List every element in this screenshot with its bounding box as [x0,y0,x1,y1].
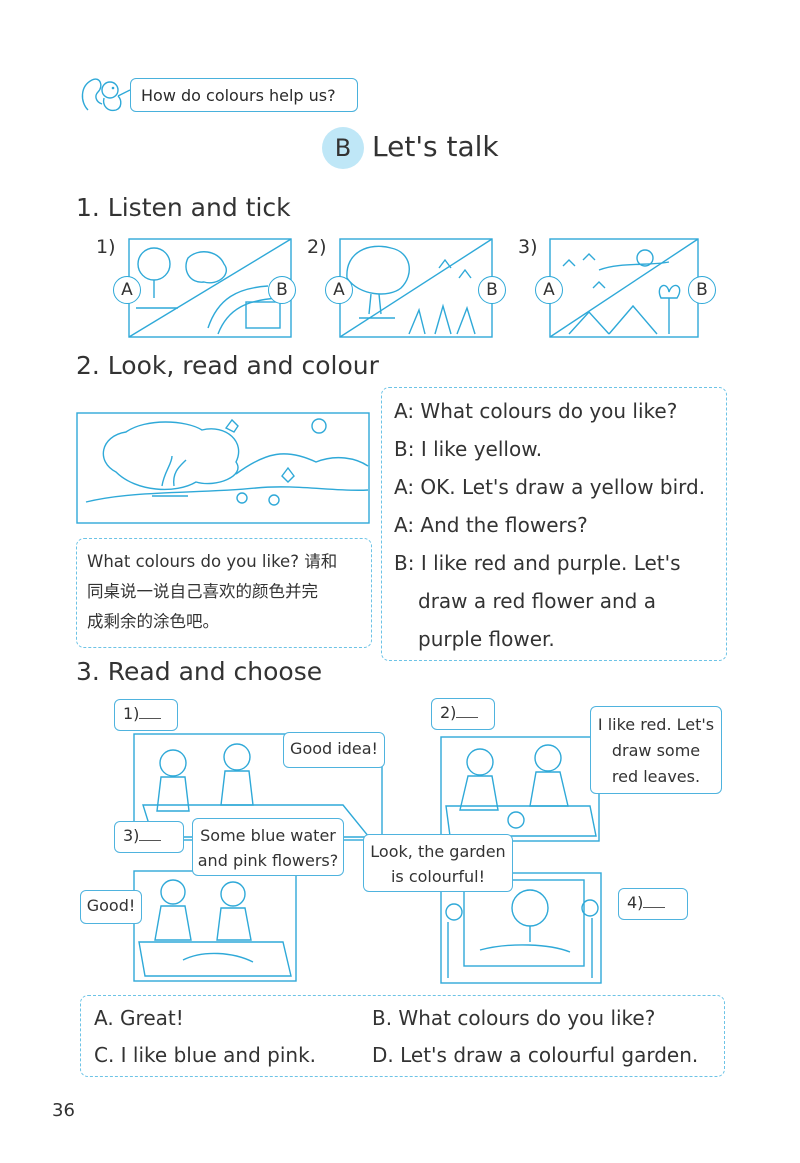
page-number: 36 [52,1100,75,1121]
speech-bubble-i-like-red: I like red. Let's draw some red leaves. [590,706,722,794]
blank-number: 1) [123,704,140,723]
answer-blank-1[interactable]: 1) [114,699,178,731]
dialogue-line: A: What colours do you like? [394,399,678,423]
options-box [80,995,725,1077]
answer-blank-3[interactable]: 3) [114,821,184,853]
speech-bubble-good: Good! [80,890,142,924]
speech-bubble-good-idea: Good idea! [283,732,385,768]
dialogue-line: B: I like red and purple. Let's [394,551,681,575]
blank-number: 3) [123,826,140,845]
ex2-title: 2. Look, read and colour [76,351,379,380]
speech-bubble-look-garden: Look, the garden is colourful! [363,834,513,892]
option-a-circle[interactable]: A [113,276,141,304]
comic-panel-3 [133,870,297,982]
dialogue-line: purple flower. [418,627,555,651]
colour-tip-box: What colours do you like? 请和 同桌说一说自己喜欢的颜… [76,538,372,648]
dialogue-line: B: I like yellow. [394,437,543,461]
dialogue-line: A: OK. Let's draw a yellow bird. [394,475,706,499]
option-b: B. What colours do you like? [372,1006,656,1030]
option-b-circle[interactable]: B [688,276,716,304]
section-badge: B [322,127,364,169]
tip-line: 同桌说一说自己喜欢的颜色并完 [87,582,318,601]
ex3-title: 3. Read and choose [76,657,323,686]
tip-line: 成剩余的涂色吧。 [87,612,219,631]
option-b-circle[interactable]: B [268,276,296,304]
tip-line: What colours do you like? 请和 [87,552,338,571]
ex1-item-number: 2) [307,236,327,258]
ex1-item-number: 3) [518,236,538,258]
comic-panel-4 [440,872,602,984]
ex1-picture-3 [549,238,699,338]
speech-bubble-some-blue: Some blue water and pink flowers? [192,818,344,876]
section-title: Let's talk [372,130,499,163]
blank-number: 4) [627,893,644,912]
option-c: C. I like blue and pink. [94,1043,317,1067]
dialogue-line: draw a red flower and a [418,589,656,613]
option-d: D. Let's draw a colourful garden. [372,1043,699,1067]
coloring-scene-image [76,412,370,524]
option-b-circle[interactable]: B [478,276,506,304]
answer-blank-2[interactable]: 2) [431,698,495,730]
option-a: A. Great! [94,1006,184,1030]
blank-number: 2) [440,703,457,722]
ex1-title: 1. Listen and tick [76,193,291,222]
dialogue-line: A: And the flowers? [394,513,588,537]
option-a-circle[interactable]: A [535,276,563,304]
comic-panel-2 [440,736,600,842]
ex1-item-number: 1) [96,236,116,258]
unit-topic-label: How do colours help us? [130,78,358,112]
ex1-picture-2 [339,238,493,338]
answer-blank-4[interactable]: 4) [618,888,688,920]
option-a-circle[interactable]: A [325,276,353,304]
dialogue-box: A: What colours do you like? B: I like y… [381,387,727,661]
squirrel-mascot-icon [78,72,134,116]
